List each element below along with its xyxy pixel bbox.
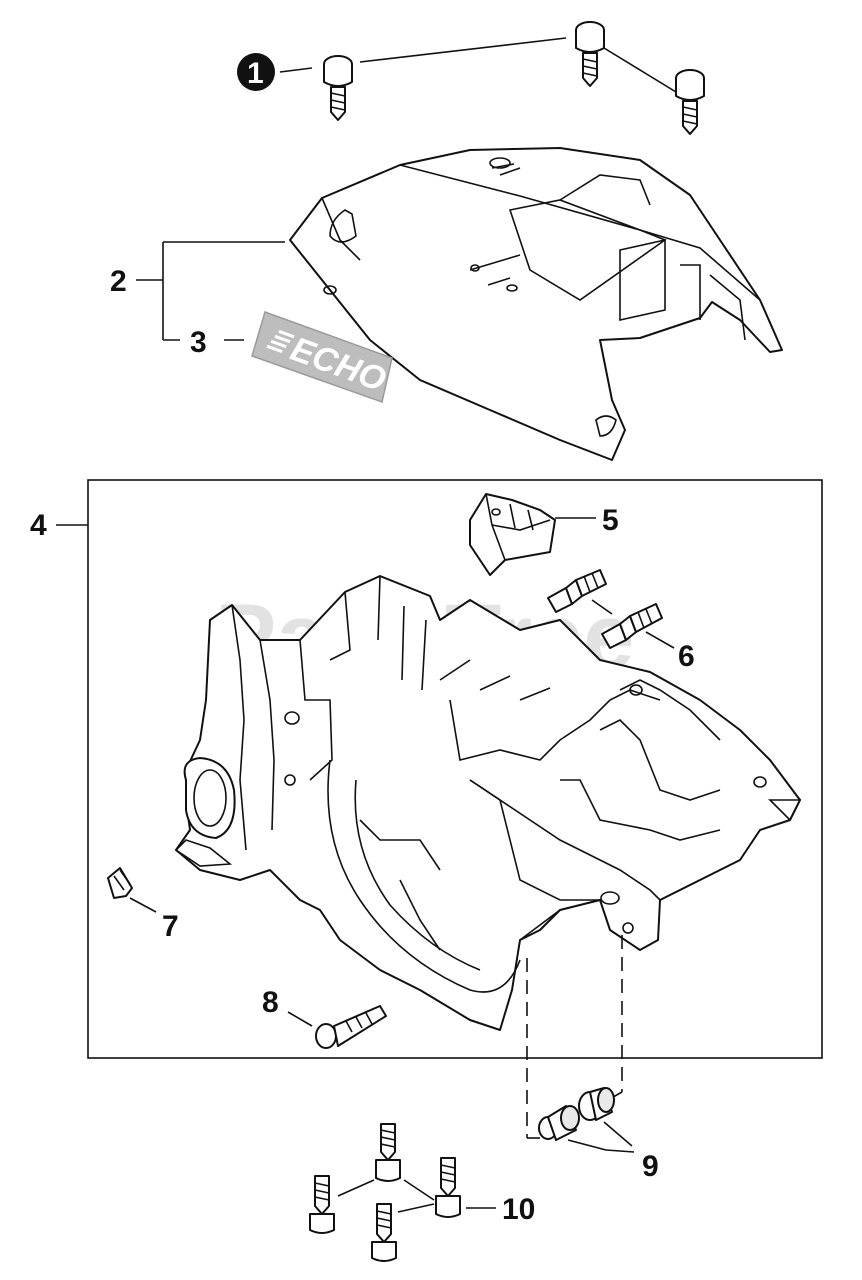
leader-10a xyxy=(337,1179,375,1197)
leader-6a xyxy=(591,599,613,615)
grommet xyxy=(107,867,133,899)
leader-6b xyxy=(645,631,675,649)
callout-7: 7 xyxy=(162,910,179,943)
leader-10b xyxy=(403,1179,435,1201)
callout-3: 3 xyxy=(190,326,207,359)
callout-5: 5 xyxy=(602,504,619,537)
screw-10b xyxy=(309,1175,335,1234)
callout-10: 10 xyxy=(502,1193,535,1226)
leader-9b xyxy=(603,1121,633,1147)
leader-10c xyxy=(397,1203,435,1213)
screw-1c xyxy=(675,69,705,135)
mount-9b xyxy=(578,1087,615,1121)
leader-1c xyxy=(603,47,677,93)
screw-10d xyxy=(371,1203,397,1262)
callout-9: 9 xyxy=(642,1150,659,1183)
mount-9a xyxy=(538,1105,580,1141)
screw-1a xyxy=(323,55,353,121)
leader-1b xyxy=(359,37,567,63)
leader-1 xyxy=(279,67,313,73)
callout-2: 2 xyxy=(110,265,127,298)
callout-1: 1 xyxy=(247,57,264,90)
leader-7 xyxy=(129,897,157,913)
callout-4: 4 xyxy=(30,509,47,542)
stud-6a xyxy=(547,569,607,613)
stud-6b xyxy=(601,603,663,649)
leader-9a xyxy=(567,1139,607,1151)
callout-8: 8 xyxy=(262,986,279,1019)
bracket-cap xyxy=(469,493,556,576)
leader-9c xyxy=(605,1149,635,1153)
screw-1b xyxy=(575,21,605,87)
callout-6: 6 xyxy=(678,640,695,673)
screw-10a xyxy=(375,1123,401,1182)
part-4-frame xyxy=(87,479,823,1059)
top-cover xyxy=(289,147,783,461)
screw-10c xyxy=(435,1157,461,1218)
leader-8 xyxy=(287,1011,313,1027)
screw-8 xyxy=(315,1005,387,1049)
crankcase xyxy=(174,575,802,1031)
callout-1-marker: 1 xyxy=(237,53,275,91)
